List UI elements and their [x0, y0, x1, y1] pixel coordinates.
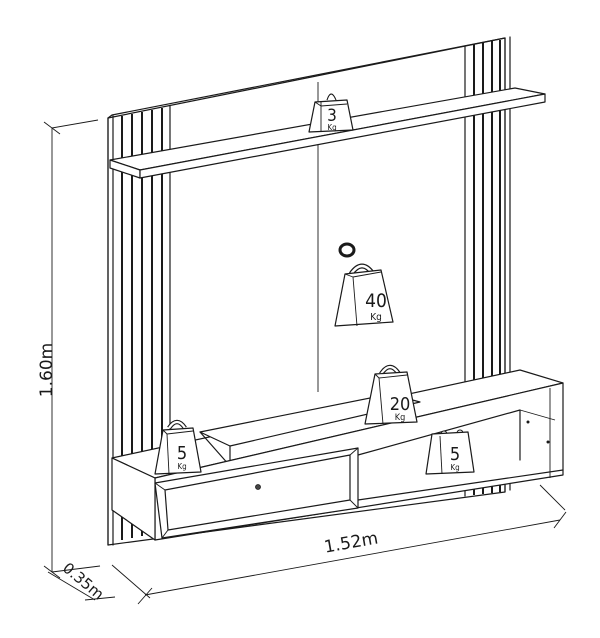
height-dimension — [43, 119, 99, 579]
weight-unit: Kg — [177, 462, 186, 471]
weight-icon-rack-niche: 5 Kg — [425, 429, 475, 475]
weight-value: 40 — [365, 290, 387, 312]
weight-icon-top-shelf: 3 Kg — [308, 93, 354, 133]
drawer-knob-icon — [255, 484, 261, 490]
weight-value: 5 — [450, 444, 460, 465]
weight-unit: Kg — [450, 463, 459, 472]
weight-icon-rack: 20 Kg — [364, 364, 418, 425]
width-label: 1.52m — [323, 529, 380, 558]
wall-bracket-icon — [338, 242, 356, 258]
weight-icon-rack-left: 5 Kg — [154, 419, 202, 475]
height-label: 1.60m — [37, 343, 57, 397]
weight-value: 3 — [327, 106, 337, 126]
depth-dimension — [47, 565, 116, 601]
width-dimension — [111, 484, 567, 605]
weight-unit: Kg — [370, 312, 382, 323]
drawer — [154, 447, 359, 539]
weight-value: 20 — [390, 394, 411, 415]
weight-icon-panel: 40 Kg — [334, 263, 394, 327]
weight-unit: Kg — [395, 413, 405, 423]
weight-unit: Kg — [327, 123, 336, 132]
depth-label: 0.35m — [59, 559, 107, 604]
weight-value: 5 — [177, 443, 187, 464]
